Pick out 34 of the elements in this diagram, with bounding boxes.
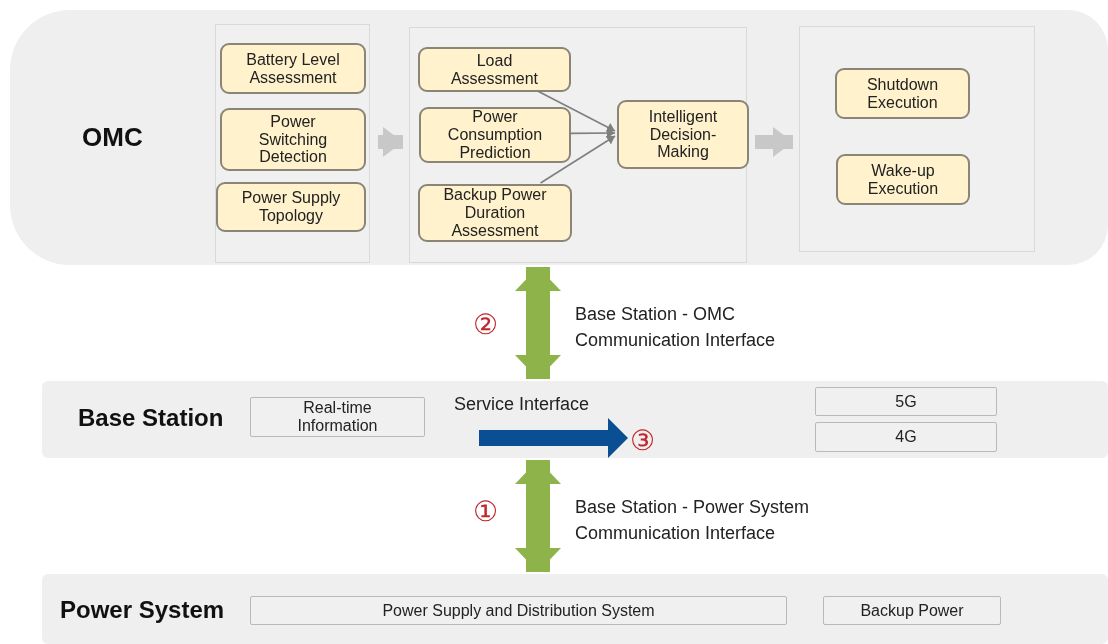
arrow bbox=[539, 135, 616, 184]
interface-label: Service Interface bbox=[454, 394, 590, 415]
process-box: Battery Level Assessment bbox=[220, 43, 366, 94]
layer-title: OMC bbox=[82, 122, 143, 153]
arrow bbox=[536, 90, 616, 132]
process-box: Power Supply Topology bbox=[216, 182, 366, 232]
layer-title: Power System bbox=[60, 596, 225, 624]
block-arrow bbox=[515, 267, 561, 379]
callout-number: ① bbox=[473, 495, 498, 528]
block-arrow bbox=[755, 127, 793, 157]
base-station-band bbox=[42, 381, 1108, 458]
block-arrow bbox=[515, 460, 561, 572]
process-box: Wake-up Execution bbox=[836, 154, 970, 205]
module-box: Backup Power bbox=[823, 596, 1001, 625]
group-panel bbox=[409, 27, 747, 263]
module-box: 4G bbox=[815, 422, 997, 452]
process-box: Shutdown Execution bbox=[835, 68, 970, 119]
callout-number: ③ bbox=[630, 424, 655, 457]
block-arrow bbox=[378, 127, 403, 157]
module-box: Power Supply and Distribution System bbox=[250, 596, 787, 625]
arrow bbox=[569, 128, 616, 139]
process-box: Backup Power Duration Assessment bbox=[418, 184, 572, 242]
process-box: Intelligent Decision-Making bbox=[617, 100, 749, 169]
process-box: Power Consumption Prediction bbox=[419, 107, 571, 163]
power-system-band bbox=[42, 574, 1108, 644]
layer-title: Base Station bbox=[78, 404, 224, 432]
module-box: Real-time Information bbox=[250, 397, 425, 437]
callout-number: ② bbox=[473, 308, 498, 341]
group-panel bbox=[799, 26, 1035, 252]
group-panel bbox=[215, 24, 370, 263]
omc-band bbox=[10, 10, 1108, 265]
module-box: 5G bbox=[815, 387, 997, 416]
process-box: Power Switching Detection bbox=[220, 108, 366, 171]
process-box: Load Assessment bbox=[418, 47, 571, 92]
